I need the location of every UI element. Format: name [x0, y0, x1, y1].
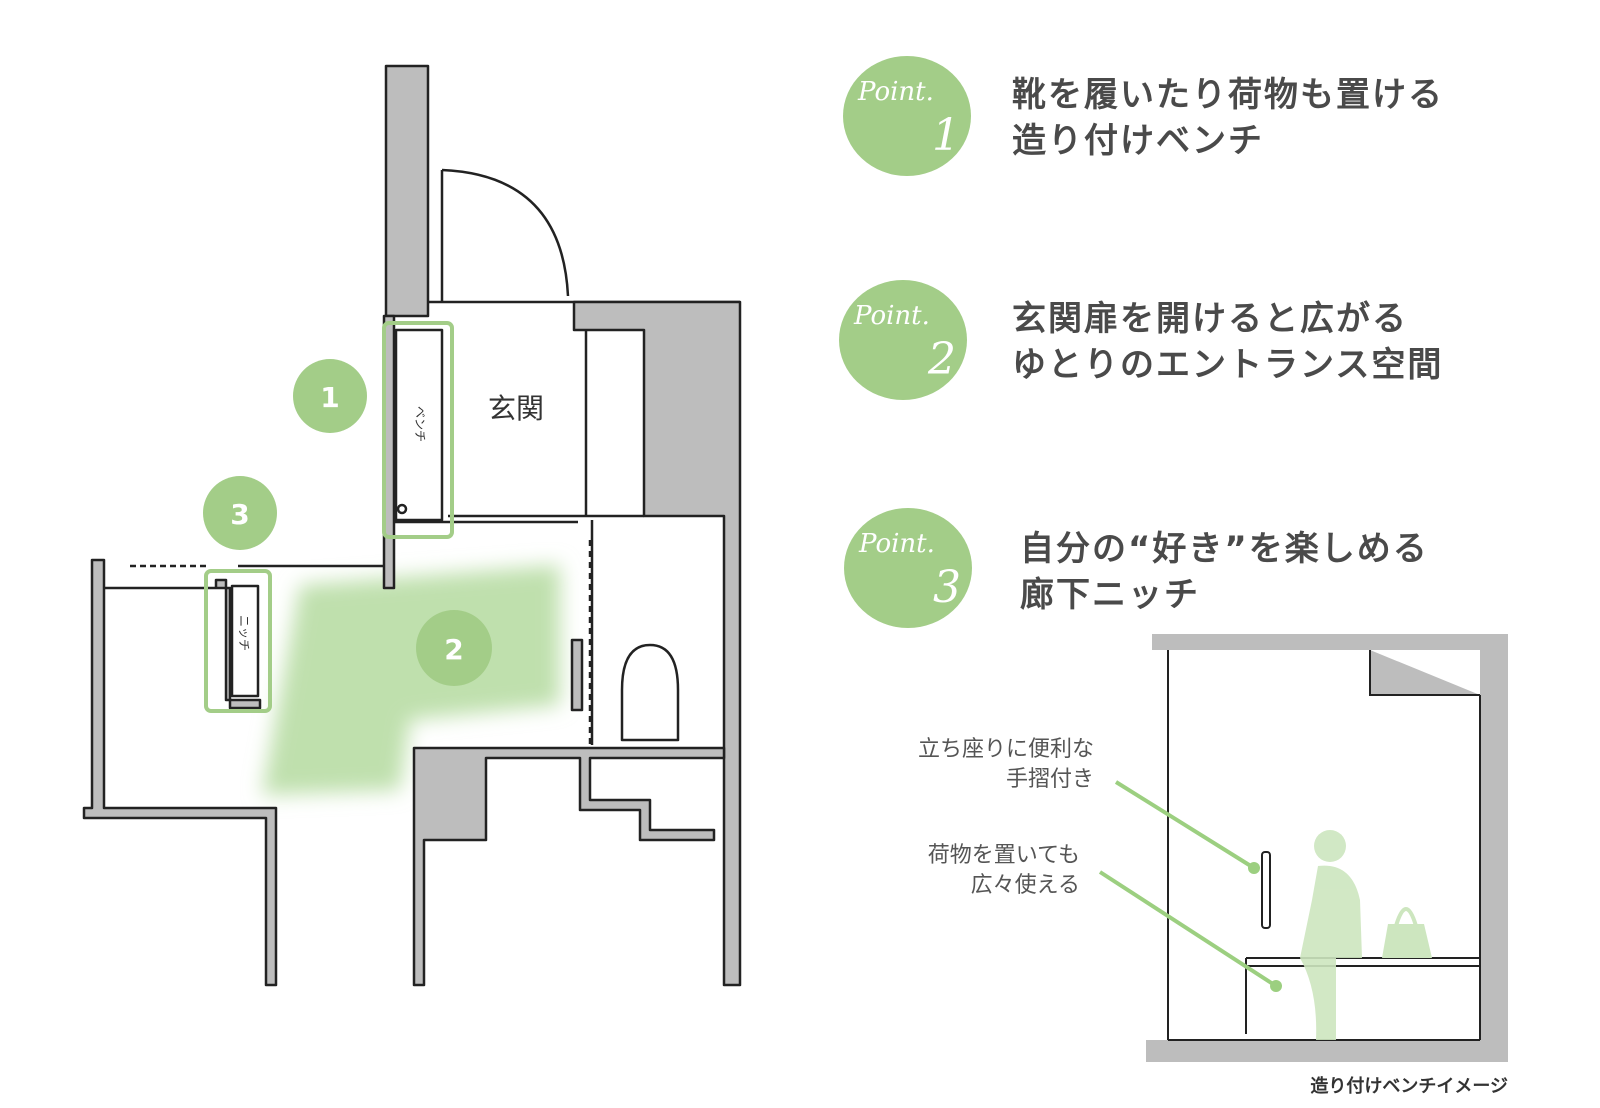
floor-plan — [82, 64, 742, 987]
sketch-person-figure — [1300, 830, 1362, 1040]
plan-marker-1: 1 — [293, 359, 367, 433]
entrance-label: 玄関 — [488, 392, 544, 425]
point-1-line1: 靴を履いたり荷物も置ける — [1012, 75, 1444, 115]
point-3-line2: 廊下ニッチ — [1020, 575, 1200, 615]
door-swing-arc — [441, 168, 570, 297]
svg-text:Point.: Point. — [858, 529, 935, 559]
point-3-line1: 自分の“好き”を楽しめる — [1020, 529, 1429, 569]
handrail-knob — [396, 503, 408, 515]
point-badge-2: Point. 2 — [839, 280, 967, 400]
annotation-bench-line1: 荷物を置いても — [928, 843, 1080, 868]
svg-text:Point.: Point. — [857, 77, 934, 107]
sketch-ceiling-step — [1369, 650, 1480, 696]
wall-left-room — [82, 558, 278, 987]
svg-text:2: 2 — [444, 633, 463, 666]
plan-marker-3: 3 — [203, 476, 277, 550]
annotation-handrail-line1: 立ち座りに便利な — [918, 737, 1094, 762]
point-2-text: 玄関扉を開けると広がる ゆとりのエントランス空間 — [1012, 296, 1443, 388]
annotation-bench-line2: 広々使える — [971, 873, 1080, 898]
svg-text:3: 3 — [230, 498, 249, 531]
bench-label: ベンチ — [413, 406, 427, 442]
point-2-line1: 玄関扉を開けると広がる — [1012, 299, 1408, 339]
sketch-handrail — [1261, 851, 1271, 929]
wall-right-upper — [572, 300, 742, 987]
point-badge-3: Point. 3 — [844, 508, 972, 628]
bench-outline — [394, 328, 444, 522]
svg-text:Point.: Point. — [853, 301, 930, 331]
point-1-line2: 造り付けベンチ — [1012, 121, 1264, 161]
niche-highlight-box — [204, 569, 272, 713]
niche-outline — [230, 584, 260, 698]
point-badge-1: Point. 1 — [843, 56, 971, 176]
sketch-caption: 造り付けベンチイメージ — [1310, 1075, 1508, 1097]
point-1-text: 靴を履いたり荷物も置ける 造り付けベンチ — [1012, 72, 1444, 164]
svg-text:1: 1 — [320, 381, 339, 414]
toilet-bowl — [620, 643, 680, 742]
wall-toilet-left — [570, 638, 584, 712]
point-3-text: 自分の“好き”を楽しめる 廊下ニッチ — [1020, 526, 1429, 618]
annotation-leaders — [1098, 780, 1282, 992]
niche-label: ニッチ — [237, 615, 251, 651]
point-2-line2: ゆとりのエントランス空間 — [1012, 345, 1444, 385]
wall-top-vertical — [384, 64, 430, 318]
entrance-space-highlight — [262, 565, 560, 795]
plan-marker-2: 2 — [416, 610, 492, 686]
svg-text:1: 1 — [932, 110, 960, 161]
annotation-handrail-line2: 手摺付き — [1006, 767, 1094, 792]
sketch-bag — [1382, 907, 1432, 958]
svg-text:2: 2 — [927, 334, 956, 385]
bench-sketch — [1146, 634, 1508, 1062]
wall-lower-middle — [412, 746, 726, 987]
svg-text:3: 3 — [933, 562, 961, 613]
bench-highlight-box — [382, 321, 454, 539]
